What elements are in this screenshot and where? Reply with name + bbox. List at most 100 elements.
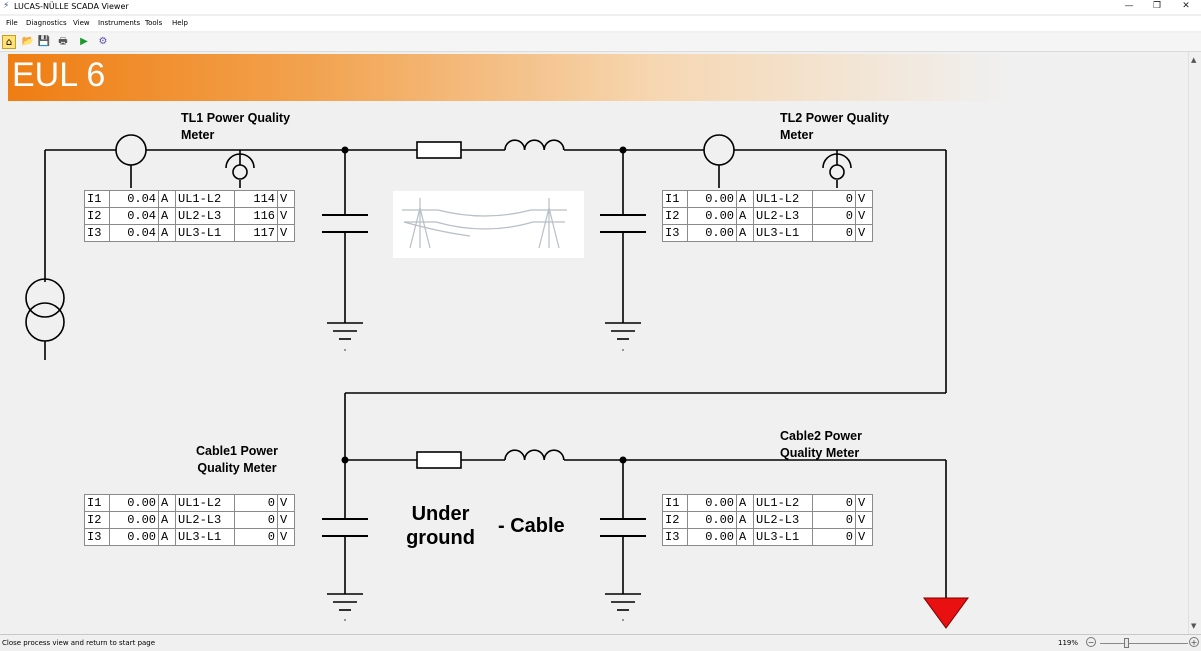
current-id: I1 [84,494,110,512]
open-button[interactable]: 📂 [21,36,35,47]
cable2-meter-label-line2: Quality Meter [780,446,860,460]
print-button[interactable]: 🖶 [58,36,68,47]
junction-top-right [619,146,627,154]
current-unit: A [158,207,176,225]
voltage-unit: V [277,224,295,242]
toolbar: ⌂ 📂 💾 🖶 ▶ ⚙ [0,33,1201,52]
menu-file[interactable]: File [6,19,18,27]
tl2-meter-label: TL2 Power Quality Meter [780,110,889,144]
save-button[interactable]: 💾 [37,36,51,47]
table-row: I1 0.00 A UL1-L2 0 V [662,494,873,512]
voltage-id: UL3-L1 [753,224,813,242]
voltage-value: 116 [234,207,278,225]
settings-button[interactable]: ⚙ [98,36,108,47]
page-title: EUL 6 [12,56,106,94]
status-bar: Close process view and return to start p… [0,634,1201,651]
tl1-voltage-sensor-arc [225,153,255,169]
tl2-meter-table: I1 0.00 A UL1-L2 0 V I2 0.00 A UL2-L3 0 … [662,190,873,242]
tl1-current-sensor-icon [115,134,147,166]
menu-diagnostics[interactable]: Diagnostics [26,19,67,27]
current-unit: A [158,494,176,512]
voltage-unit: V [855,494,873,512]
cable-inductor [504,449,565,461]
menu-bar: File Diagnostics View Instruments Tools … [0,16,1201,31]
transformer-lower-coil [25,302,65,342]
cable2-meter-label-line1: Cable2 Power [780,429,862,443]
junction-bottom-right [619,456,627,464]
voltage-value: 0 [812,528,856,546]
underground-label-line1: Under [411,503,470,525]
scroll-up-icon[interactable]: ▲ [1191,56,1197,64]
zoom-slider-track[interactable] [1100,643,1188,644]
close-button[interactable]: ✕ [1182,1,1190,11]
current-id: I1 [662,190,688,208]
current-value: 0.04 [109,224,159,242]
table-row: I2 0.00 A UL2-L3 0 V [662,207,873,225]
current-id: I2 [84,511,110,529]
zoom-in-button[interactable]: + [1189,637,1199,647]
voltage-id: UL2-L3 [175,207,235,225]
table-row: I2 0.04 A UL2-L3 116 V [84,207,295,225]
cable1-meter-table: I1 0.00 A UL1-L2 0 V I2 0.00 A UL2-L3 0 … [84,494,295,546]
voltage-id: UL1-L2 [175,190,235,208]
menu-view[interactable]: View [73,19,90,27]
voltage-value: 114 [234,190,278,208]
overhead-line-image [393,191,584,258]
table-row: I1 0.04 A UL1-L2 114 V [84,190,295,208]
voltage-id: UL3-L1 [175,224,235,242]
run-button[interactable]: ▶ [80,36,88,47]
voltage-id: UL2-L3 [175,511,235,529]
current-id: I3 [662,224,688,242]
voltage-value: 0 [234,528,278,546]
voltage-value: 0 [812,494,856,512]
zoom-out-button[interactable]: − [1086,637,1096,647]
underground-label-line2: ground [406,527,475,549]
voltage-id: UL1-L2 [175,494,235,512]
zoom-slider-thumb[interactable] [1124,638,1129,648]
junction-top-left [341,146,349,154]
current-id: I3 [662,528,688,546]
menu-help[interactable]: Help [172,19,188,27]
current-value: 0.00 [109,494,159,512]
voltage-id: UL2-L3 [753,511,813,529]
current-unit: A [158,190,176,208]
tl2-current-sensor-icon [703,134,735,166]
current-unit: A [736,190,754,208]
tl1-voltage-sensor-icon [232,164,248,180]
current-value: 0.00 [687,224,737,242]
tl2-meter-label-line2: Meter [780,128,814,142]
current-id: I1 [84,190,110,208]
voltage-id: UL1-L2 [753,494,813,512]
current-value: 0.00 [109,511,159,529]
current-id: I2 [662,207,688,225]
tl1-meter-label-line1: TL1 Power Quality [181,111,291,125]
current-id: I1 [662,494,688,512]
voltage-unit: V [277,494,295,512]
cable1-meter-label-line1: Cable1 Power [196,444,278,458]
scroll-down-icon[interactable]: ▼ [1191,622,1197,630]
line-resistor [416,141,462,159]
zoom-level: 119% [1058,639,1079,647]
voltage-value: 0 [812,224,856,242]
home-button[interactable]: ⌂ [2,35,16,49]
current-unit: A [158,511,176,529]
voltage-unit: V [855,207,873,225]
cable1-meter-label-line2: Quality Meter [197,461,277,475]
title-bar: ⚡ LUCAS-NÜLLE SCADA Viewer — ❐ ✕ [0,0,1201,14]
current-value: 0.04 [109,207,159,225]
restore-button[interactable]: ❐ [1152,1,1162,11]
menu-instruments[interactable]: Instruments [98,19,141,27]
tl1-meter-table: I1 0.04 A UL1-L2 114 V I2 0.04 A UL2-L3 … [84,190,295,242]
underground-label: Under ground [398,502,483,550]
cable2-meter-label: Cable2 Power Quality Meter [780,428,862,462]
ground2-dot [622,349,624,351]
table-row: I3 0.00 A UL3-L1 0 V [84,528,295,546]
current-value: 0.00 [109,528,159,546]
menu-tools[interactable]: Tools [145,19,163,27]
voltage-unit: V [855,528,873,546]
minimize-button[interactable]: — [1124,1,1134,11]
vertical-scrollbar[interactable]: ▲ ▼ [1188,52,1201,634]
table-row: I3 0.04 A UL3-L1 117 V [84,224,295,242]
voltage-value: 0 [812,207,856,225]
table-row: I3 0.00 A UL3-L1 0 V [662,528,873,546]
